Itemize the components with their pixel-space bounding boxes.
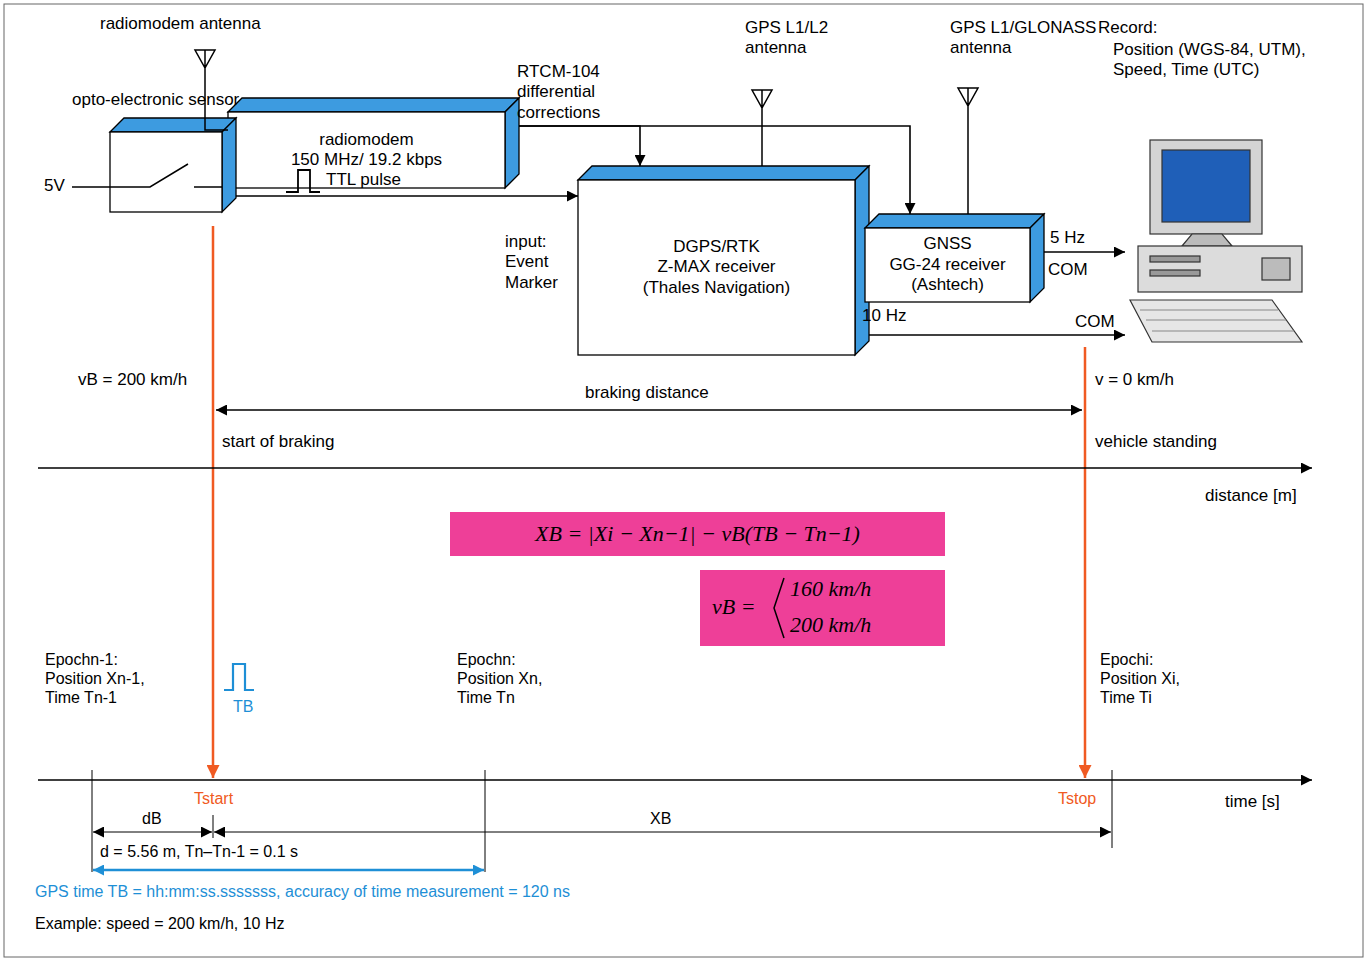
signal-label: 10 Hz [862, 306, 906, 326]
box-top [865, 214, 1044, 228]
box-top [228, 98, 519, 112]
epoch-ticks [92, 770, 1112, 872]
box-side [1030, 214, 1044, 302]
annotation-label: braking distance [585, 383, 709, 403]
time-axis [38, 779, 1312, 781]
annotation-label: input: Event Marker [505, 232, 577, 293]
annotation-label: Epochn-1: Position Xn-1, Time Tn-1 [45, 650, 157, 708]
node-text: Position (WGS-84, UTM), Speed, Time (UTC… [1113, 40, 1318, 81]
node-heading: radiomodem [319, 130, 414, 150]
signal-arrow [519, 126, 910, 214]
box-faces [110, 98, 1044, 355]
sensor-box: opto-electronic sensor [110, 132, 222, 212]
bracket-symbol [774, 578, 784, 638]
box-side [505, 98, 519, 188]
box-3d [578, 166, 869, 355]
annotation-label: distance [m] [1205, 486, 1297, 506]
annotation-label: COM [1048, 260, 1088, 280]
frame [4, 4, 1363, 957]
node-text: 200 km/h [790, 612, 871, 638]
annotation-label: XB [650, 809, 671, 828]
annotation-label: Tstart [194, 789, 233, 808]
computer-illustration [1130, 140, 1302, 342]
annotation-label: Example: speed = 200 km/h, 10 Hz [35, 914, 284, 933]
node-text: (Ashtech) [911, 275, 984, 295]
annotation-label: Epochn: Position Xn, Time Tn [457, 650, 569, 708]
node-heading: opto-electronic sensor [72, 90, 239, 110]
annotation-label: 5V [44, 176, 65, 196]
annotation-label: Epochi: Position Xi, Time Ti [1100, 650, 1212, 708]
annotation-label: GPS L1/L2 antenna [745, 18, 840, 59]
signal-label: RTCM-104 differential corrections [517, 62, 629, 123]
annotation-label: TB [233, 697, 253, 716]
event-pulse [224, 664, 254, 690]
box-3d [865, 214, 1044, 302]
box-side [222, 118, 236, 212]
switch-symbol [72, 164, 222, 187]
node-heading: Record: [1098, 18, 1158, 38]
node-text: GG-24 receiver [889, 255, 1005, 275]
signal-label: 5 Hz [1050, 228, 1085, 248]
annotation-label: v = 0 km/h [1095, 370, 1174, 390]
annotation-label: radiomodem antenna [100, 14, 261, 34]
dB-arrow [93, 832, 212, 833]
node-text: (Thales Navigation) [643, 278, 790, 298]
annotation-label: dB [142, 809, 162, 828]
antenna-symbols [195, 50, 978, 214]
node-text: Z-MAX receiver [657, 257, 775, 277]
node-heading: DGPS/RTK [673, 237, 760, 257]
distance-axis [38, 467, 1312, 469]
node-text: 160 km/h [790, 576, 871, 602]
box-3d [110, 118, 236, 212]
node-heading: vB = [712, 594, 756, 620]
annotation-label: Tstop [1058, 789, 1096, 808]
XB-arrow [214, 832, 1111, 833]
annotation-label: d = 5.56 m, Tn–Tn-1 = 0.1 s [100, 842, 298, 861]
signal-arrow [236, 195, 578, 197]
node-heading: XB = |Xi − Xn−1| − vB(TB − Tn−1) [535, 521, 860, 547]
box-top [578, 166, 869, 180]
computer: Record:Position (WGS-84, UTM), Speed, Ti… [1125, 140, 1305, 345]
box-front [110, 132, 222, 212]
annotation-label: start of braking [222, 432, 334, 452]
annotation-label: vB = 200 km/h [78, 370, 187, 390]
speed-box: vB = 160 km/h 200 km/h [700, 570, 945, 646]
receiver-box: DGPS/RTKZ-MAX receiver(Thales Navigation… [578, 180, 855, 355]
pulse-symbol [286, 170, 320, 192]
box-front [865, 228, 1030, 302]
epoch-interval-arrow [93, 869, 484, 872]
start-line [212, 226, 215, 778]
braking-distance-arrow [216, 409, 1082, 410]
stop-line [1084, 347, 1087, 778]
receiver-box: GNSSGG-24 receiver(Ashtech) [865, 228, 1030, 302]
signal-arrow [1044, 251, 1125, 253]
signal-arrow [869, 334, 1125, 336]
formula-box: XB = |Xi − Xn−1| − vB(TB − Tn−1) [450, 512, 945, 556]
signal-label: TTL pulse [326, 170, 401, 190]
annotation-label: GPS time TB = hh:mm:ss.sssssss, accuracy… [35, 882, 570, 901]
node-text: 150 MHz/ 19.2 kbps [291, 150, 442, 170]
annotation-label: COM [1075, 312, 1115, 332]
annotation-label: GPS L1/GLONASS antenna [950, 18, 1100, 59]
annotation-label: time [s] [1225, 792, 1280, 812]
signal-arrow [519, 126, 640, 166]
annotation-label: vehicle standing [1095, 432, 1217, 452]
box-front [578, 180, 855, 355]
node-heading: GNSS [923, 234, 971, 254]
